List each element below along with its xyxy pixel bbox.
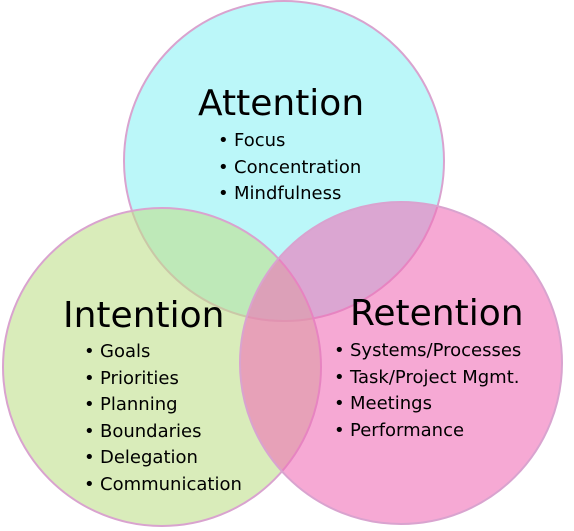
retention-title: Retention <box>350 293 524 334</box>
intention-item: Communication <box>84 472 242 499</box>
retention-item: Meetings <box>334 391 521 418</box>
attention-title: Attention <box>198 83 365 124</box>
attention-item: Concentration <box>218 155 361 182</box>
intention-title: Intention <box>63 295 225 336</box>
attention-item: Focus <box>218 128 361 155</box>
intention-item: Delegation <box>84 445 242 472</box>
intention-list: Goals Priorities Planning Boundaries Del… <box>84 339 242 498</box>
intention-item: Boundaries <box>84 419 242 446</box>
retention-item: Systems/Processes <box>334 338 521 365</box>
intention-item: Planning <box>84 392 242 419</box>
attention-item: Mindfulness <box>218 181 361 208</box>
attention-list: Focus Concentration Mindfulness <box>218 128 361 208</box>
retention-list: Systems/Processes Task/Project Mgmt. Mee… <box>334 338 521 444</box>
intention-item: Priorities <box>84 366 242 393</box>
intention-item: Goals <box>84 339 242 366</box>
retention-item: Task/Project Mgmt. <box>334 365 521 392</box>
retention-item: Performance <box>334 418 521 445</box>
